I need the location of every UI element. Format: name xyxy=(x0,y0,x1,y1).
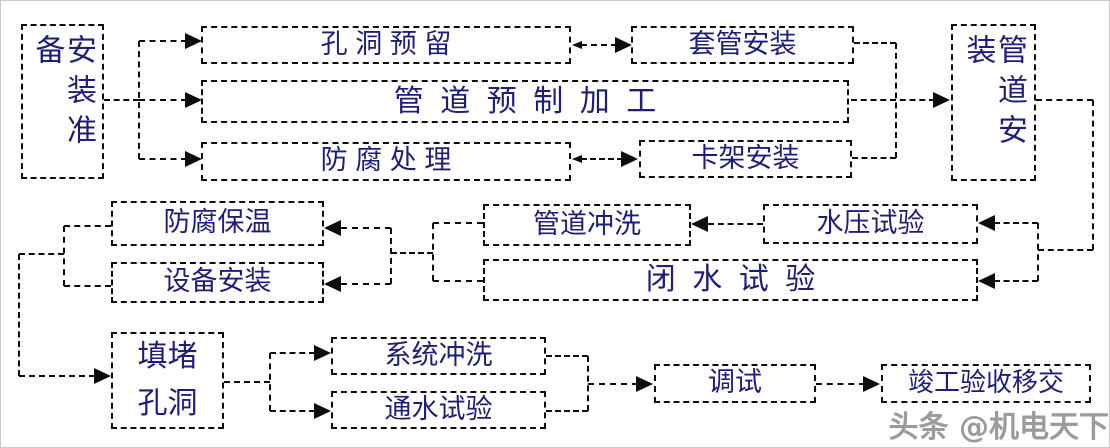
connector-right-drop-vertical xyxy=(1092,100,1094,250)
arrowhead-to-bracket-icon xyxy=(621,151,638,167)
node-handover: 竣工验收移交 xyxy=(881,364,1091,403)
node-pipe-flush: 管道冲洗 xyxy=(483,204,691,246)
node-water-test: 通水试验 xyxy=(331,391,546,429)
arrowhead-to-anticorrosion-icon xyxy=(185,151,202,167)
connector-left-merge-vertical xyxy=(63,226,65,286)
connector-to-anticorrosion xyxy=(139,158,187,160)
node-water-test-label: 通水试验 xyxy=(384,393,493,425)
connector-to-hole-reserve xyxy=(139,40,187,42)
connector-to-closed-water xyxy=(994,280,1038,282)
connector-hydro-to-flush xyxy=(708,223,763,225)
node-hole-reserve: 孔洞预留 xyxy=(201,26,571,64)
connector-fill-holes-out xyxy=(224,381,270,383)
connector-to-insulation xyxy=(341,227,391,229)
connector-hole-to-sleeve xyxy=(581,44,617,46)
node-hydro-test-label: 水压试验 xyxy=(816,207,925,239)
node-pipe-install: 管道安装 xyxy=(951,24,1036,181)
node-fill-holes: 填堵孔洞 xyxy=(111,332,224,429)
node-fill-holes-label: 填堵孔洞 xyxy=(137,339,198,421)
node-sleeve-install: 套管安装 xyxy=(631,26,854,64)
node-commissioning: 调试 xyxy=(654,364,816,403)
node-equipment-install-label: 设备安装 xyxy=(163,266,272,298)
connector-to-pipe-prefab xyxy=(139,99,187,101)
node-bracket-install: 卡架安装 xyxy=(639,140,852,178)
arrowhead-to-hydro-test-icon xyxy=(978,215,995,231)
arrowhead-to-insulation-icon xyxy=(324,220,341,236)
node-handover-label: 竣工验收移交 xyxy=(907,367,1064,398)
connector-equipment-out xyxy=(64,285,111,287)
connector-pipe-install-out xyxy=(1036,99,1093,101)
node-pipe-flush-label: 管道冲洗 xyxy=(533,208,641,240)
node-closed-water-test-label: 闭水试验 xyxy=(645,262,832,298)
node-closed-water-test: 闭水试验 xyxy=(483,259,978,301)
connector-water-test-out xyxy=(546,410,588,412)
node-anticorrosion-insulation-label: 防腐保温 xyxy=(163,207,272,239)
node-commissioning-label: 调试 xyxy=(708,367,762,399)
connector-insulation-out xyxy=(64,225,111,227)
arrowhead-to-system-flush-icon xyxy=(314,345,331,361)
arrowhead-small-left-hole-reserve-icon xyxy=(572,41,582,49)
node-bracket-install-label: 卡架安装 xyxy=(691,142,800,174)
node-anticorrosion-treatment-label: 防腐处理 xyxy=(320,145,459,177)
node-pipe-install-label: 管道安装 xyxy=(960,34,1028,154)
node-system-flush: 系统冲洗 xyxy=(331,337,546,375)
arrowhead-to-fill-holes-icon xyxy=(94,368,111,384)
connector-system-flush-out xyxy=(546,355,588,357)
arrowhead-to-water-test-icon xyxy=(314,403,331,419)
watermark-text: 头条 @机电天下 xyxy=(888,410,1109,445)
connector-mid-split-vertical xyxy=(390,228,392,284)
connector-to-system-flush xyxy=(270,352,315,354)
connector-right-drop-horizontal xyxy=(1038,249,1093,251)
node-hydro-test: 水压试验 xyxy=(763,204,978,244)
connector-row3-split-vertical xyxy=(269,353,271,411)
arrowhead-small-left-anticorrosion-icon xyxy=(572,155,582,163)
node-installation-prep-label: 安装准备 xyxy=(29,34,97,154)
node-sleeve-install-label: 套管安装 xyxy=(688,28,797,60)
node-pipe-prefab: 管道预制加工 xyxy=(201,80,849,123)
arrowhead-to-commissioning-icon xyxy=(636,376,653,392)
connector-to-commissioning xyxy=(588,383,638,385)
arrowhead-to-hole-reserve-icon xyxy=(185,33,202,49)
watermark-toutiao: 头条 @机电天下 xyxy=(873,402,1109,446)
connector-mid-merge-vertical xyxy=(432,223,434,281)
node-system-flush-label: 系统冲洗 xyxy=(384,339,493,371)
connector-to-pipe-install xyxy=(851,99,935,101)
arrowhead-to-sleeve-icon xyxy=(615,37,632,53)
connector-to-equipment xyxy=(341,283,391,285)
connector-to-hydro-test xyxy=(994,222,1038,224)
connector-to-fill-holes xyxy=(19,375,95,377)
node-installation-prep: 安装准备 xyxy=(21,24,104,179)
arrowhead-to-closed-water-icon xyxy=(978,273,995,289)
connector-test-split-vertical xyxy=(1037,223,1039,281)
connector-sleeve-merge xyxy=(854,42,896,44)
connector-to-handover xyxy=(816,383,865,385)
connector-mid-bridge xyxy=(391,252,433,254)
arrowhead-to-pipe-prefab-icon xyxy=(185,92,202,108)
connector-anticorrosion-to-bracket xyxy=(581,158,623,160)
connector-bracket-merge xyxy=(852,157,896,159)
node-equipment-install: 设备安装 xyxy=(111,262,324,303)
arrowhead-to-equipment-icon xyxy=(324,276,341,292)
connector-flush-out xyxy=(433,222,483,224)
connector-left-drop-vertical xyxy=(18,254,20,376)
node-pipe-prefab-label: 管道预制加工 xyxy=(393,83,673,119)
arrowhead-to-handover-icon xyxy=(863,376,880,392)
connector-closed-water-out xyxy=(433,280,483,282)
connector-left-bridge xyxy=(19,253,64,255)
arrowhead-to-pipe-flush-icon xyxy=(691,216,708,232)
node-hole-reserve-label: 孔洞预留 xyxy=(320,28,459,60)
node-anticorrosion-insulation: 防腐保温 xyxy=(111,201,324,246)
arrowhead-to-pipe-install-icon xyxy=(933,92,950,108)
node-anticorrosion-treatment: 防腐处理 xyxy=(201,142,571,181)
connector-prep-out xyxy=(104,99,139,101)
connector-to-water-test xyxy=(270,410,315,412)
